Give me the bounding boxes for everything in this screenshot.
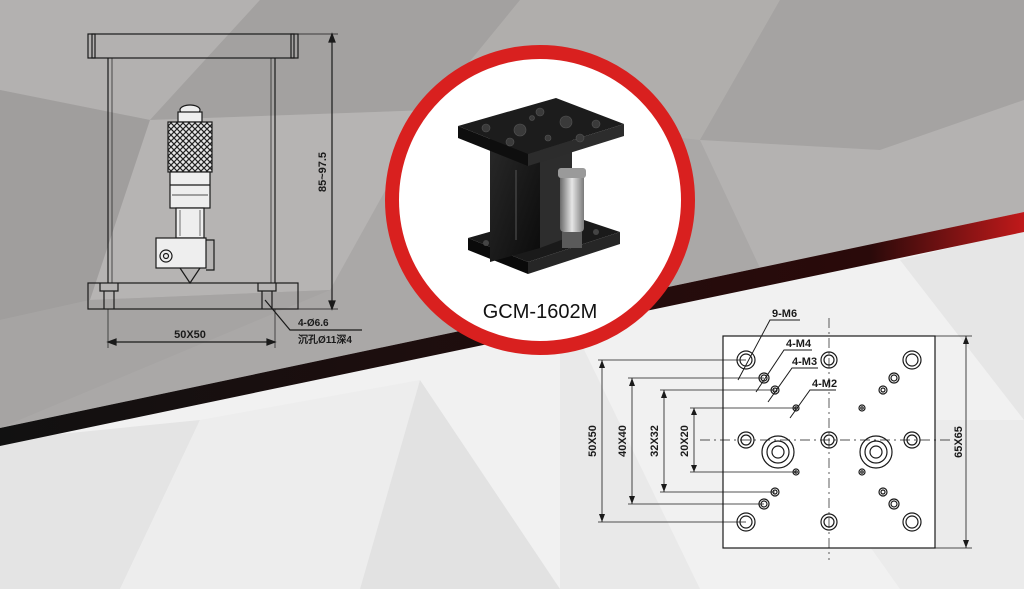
callout-m3: 4-M3 bbox=[792, 356, 817, 368]
side-view-drawing bbox=[87, 32, 362, 348]
base-dimension-label: 50X50 bbox=[174, 329, 206, 341]
hole-note-diameter: 4-Ø6.6 bbox=[298, 318, 329, 329]
product-badge: GCM-1602M bbox=[385, 45, 695, 355]
callout-m4: 4-M4 bbox=[786, 338, 812, 350]
large-bores bbox=[761, 435, 893, 469]
callout-m6: 9-M6 bbox=[772, 308, 797, 320]
top-plate-outline bbox=[87, 33, 299, 59]
product-model-label: GCM-1602M bbox=[483, 301, 597, 323]
dim-20x20: 20X20 bbox=[679, 425, 691, 457]
dim-32x32: 32X32 bbox=[649, 425, 661, 457]
dim-50x50: 50X50 bbox=[587, 425, 599, 457]
hole-note-counterbore: 沉孔Ø11深4 bbox=[298, 333, 352, 346]
product-image bbox=[458, 98, 624, 274]
callout-m2: 4-M2 bbox=[812, 378, 837, 390]
dim-65x65: 65X65 bbox=[953, 426, 965, 458]
base-plate-outline bbox=[87, 282, 299, 310]
top-view-drawing bbox=[598, 318, 972, 560]
height-dimension-label: 85~97.5 bbox=[317, 152, 329, 192]
micrometer-drawing bbox=[155, 104, 215, 285]
dim-40x40: 40X40 bbox=[617, 425, 629, 457]
